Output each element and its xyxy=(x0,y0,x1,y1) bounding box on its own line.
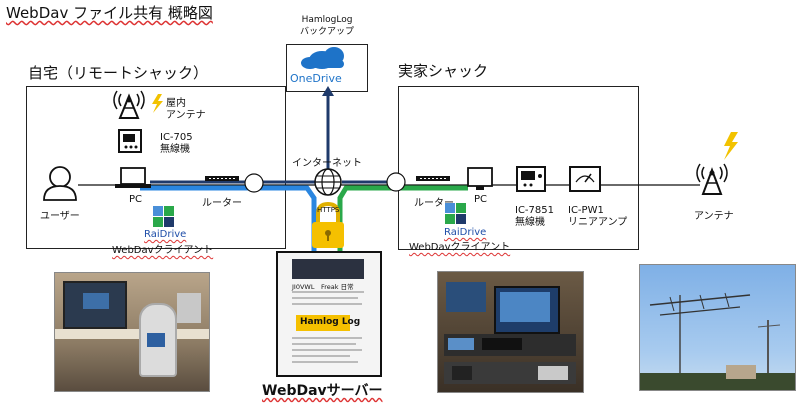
onedrive-caption: HamlogLog バックアップ xyxy=(299,15,354,37)
remote-radio-icon xyxy=(516,166,546,192)
remote-pc-icon xyxy=(467,167,493,190)
home-router-circle xyxy=(244,173,264,193)
remote-heading: 実家シャック xyxy=(398,62,489,80)
remote-shack-photo xyxy=(437,271,584,393)
internet-globe-icon xyxy=(314,168,342,196)
right-antenna-label: アンテナ xyxy=(694,211,734,222)
home-router-icon xyxy=(205,176,239,181)
home-laptop-icon xyxy=(115,167,151,188)
remote-client-label: WebDavクライアント xyxy=(409,242,511,253)
user-icon xyxy=(43,166,77,201)
home-box xyxy=(26,86,286,249)
remote-amp-label: IC-PW1 リニアアンプ xyxy=(568,205,628,228)
remote-pc-label: PC xyxy=(474,194,488,205)
remote-client-brand: RaiDrive xyxy=(444,227,487,238)
home-client-brand: RaiDrive xyxy=(144,229,187,240)
remote-router-icon xyxy=(416,176,450,181)
home-pc-label: PC xyxy=(129,194,143,205)
home-shack-photo xyxy=(54,272,210,392)
antenna-photo xyxy=(639,264,796,391)
internet-label: インターネット xyxy=(292,158,362,169)
right-lightning-icon xyxy=(724,132,738,160)
remote-box xyxy=(398,86,639,250)
remote-router-circle xyxy=(386,172,406,192)
onedrive-label: OneDrive xyxy=(290,72,342,85)
home-raidrive-icon xyxy=(153,206,174,227)
server-blog-title: JI0VWL Freak 日常 xyxy=(292,283,354,291)
home-antenna-icon xyxy=(113,90,145,119)
user-label: ユーザー xyxy=(40,211,80,222)
remote-amp-icon xyxy=(569,166,601,192)
server-blog-logo: Hamlog Log xyxy=(300,317,361,327)
home-radio-icon xyxy=(118,129,142,153)
remote-raidrive-icon xyxy=(445,203,466,224)
home-antenna-label: 屋内 アンテナ xyxy=(166,98,206,121)
remote-router-label: ルーター xyxy=(414,198,454,209)
https-label: HTTPS xyxy=(317,206,340,214)
home-router-label: ルーター xyxy=(202,198,242,209)
home-radio-label: IC-705 無線機 xyxy=(160,132,193,155)
padlock-icon xyxy=(312,201,344,248)
remote-radio-label: IC-7851 無線機 xyxy=(515,205,554,228)
server-photo: JI0VWL Freak 日常 Hamlog Log xyxy=(276,251,382,377)
home-client-label: WebDavクライアント xyxy=(112,245,214,256)
server-label: WebDavサーバー xyxy=(262,383,383,399)
onedrive-cloud-icon xyxy=(301,47,344,69)
home-heading: 自宅（リモートシャック） xyxy=(28,64,209,82)
right-antenna-icon xyxy=(696,163,728,195)
home-lightning-icon xyxy=(152,94,163,113)
page-title: WebDav ファイル共有 概略図 xyxy=(6,4,213,22)
